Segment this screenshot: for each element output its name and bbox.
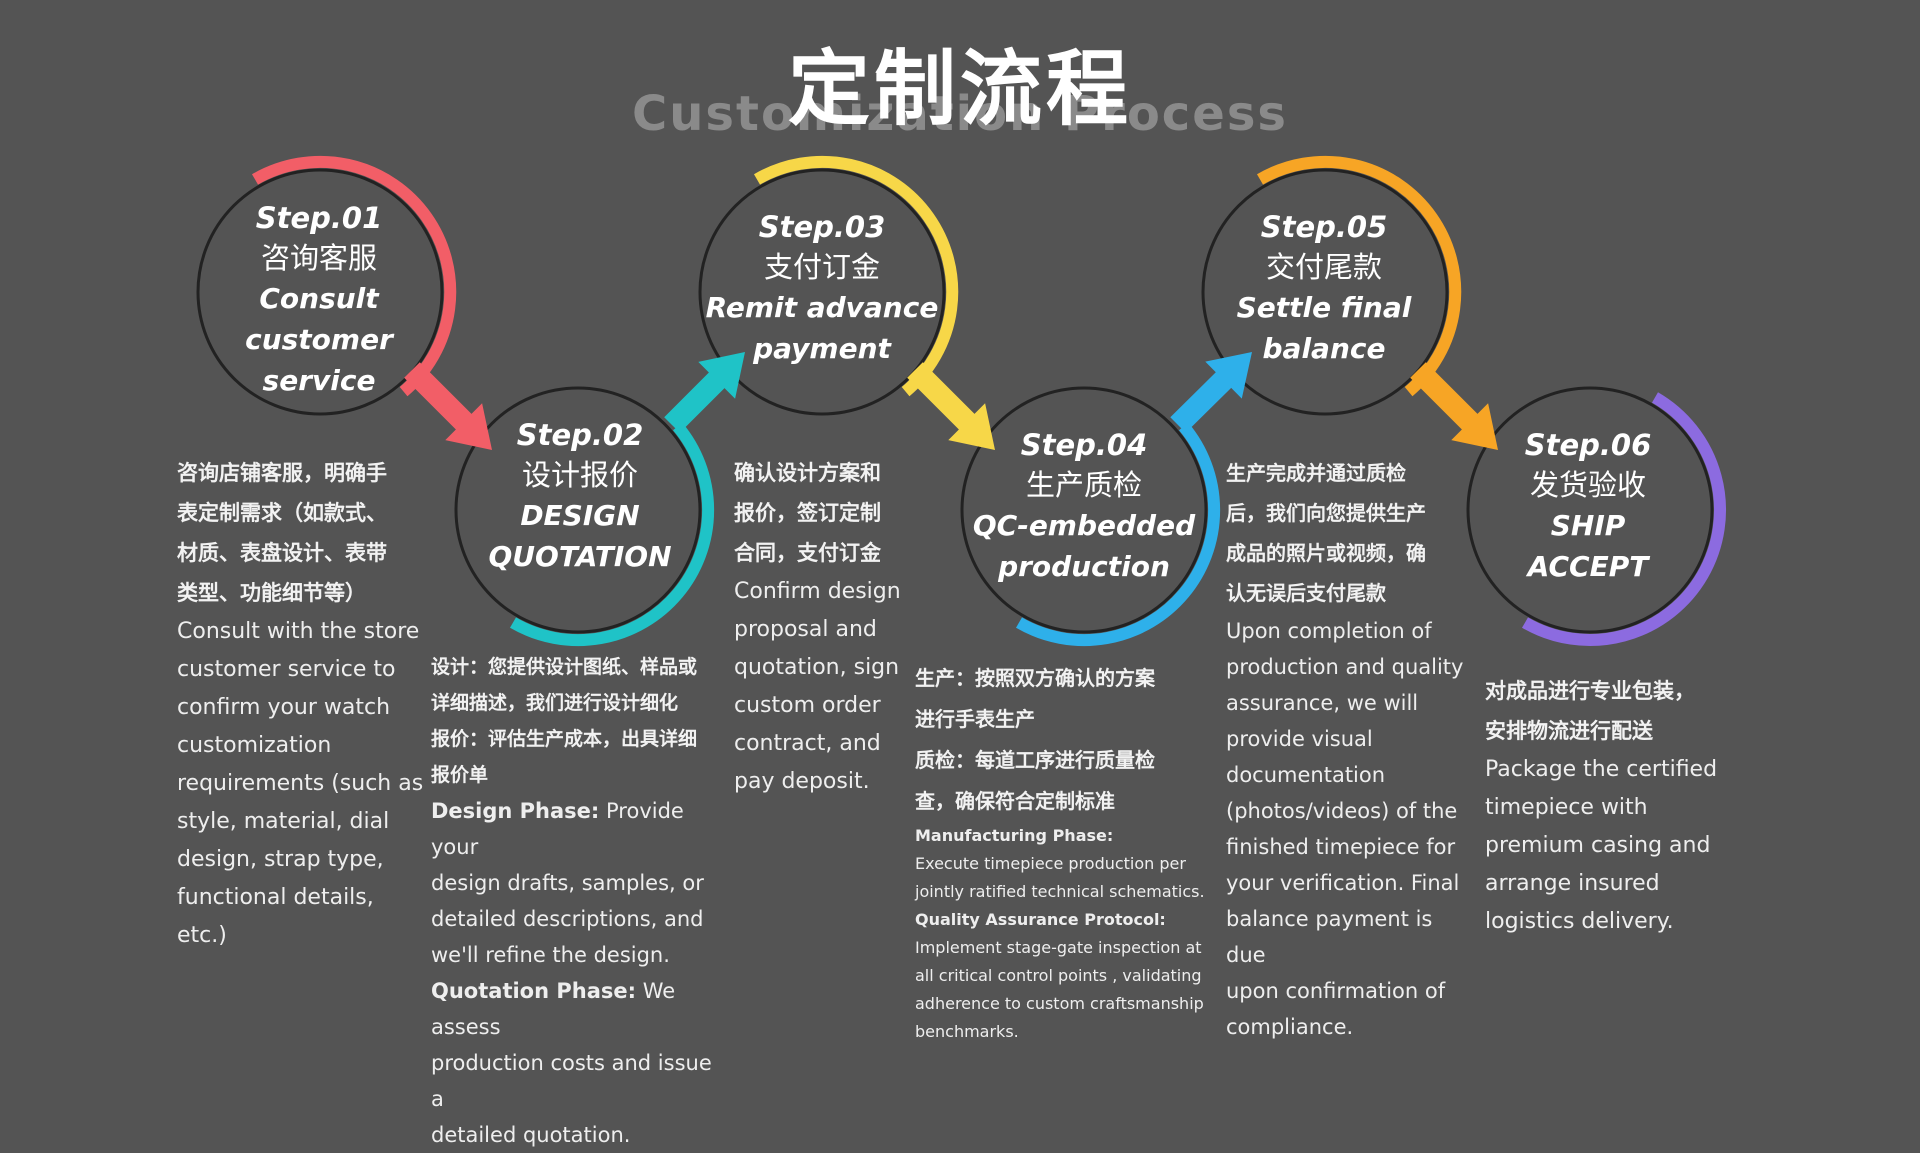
step-05-desc-cn: 生产完成并通过质检 后，我们向您提供生产 成品的照片或视频，确 认无误后支付尾款 bbox=[1226, 461, 1426, 605]
step-02-title-cn: 设计报价 bbox=[521, 458, 638, 492]
design-phase-text: Provide your design drafts, samples, or … bbox=[431, 799, 704, 967]
step-01-circle-text: Step.01 咨询客服 Consult customer service bbox=[199, 198, 439, 401]
step-05-color-arc bbox=[1256, 155, 1462, 397]
step-03-number: Step.03 bbox=[758, 210, 886, 244]
step-01-title-en: Consult customer service bbox=[245, 282, 393, 397]
step-05-ring bbox=[1201, 155, 1462, 416]
step-06-ring bbox=[1466, 386, 1726, 647]
step-06-number: Step.06 bbox=[1524, 428, 1652, 462]
step-05-ring-outline bbox=[1201, 168, 1449, 416]
arrow-step-03-to-04 bbox=[907, 362, 995, 450]
step-02-ring-outline bbox=[454, 386, 702, 634]
arrow-step-01-to-02 bbox=[404, 362, 492, 450]
step-06-color-arc bbox=[1522, 392, 1726, 647]
step-06-description: 对成品进行专业包装， 安排物流进行配送 Package the certifie… bbox=[1485, 671, 1745, 941]
step-02-desc-cn: 设计：您提供设计图纸、样品或 详细描述，我们进行设计细化 报价：评估生产成本，出… bbox=[431, 656, 698, 786]
step-04-number: Step.04 bbox=[1020, 428, 1148, 462]
step-02-desc-design: Design Phase: Provide your design drafts… bbox=[431, 793, 731, 973]
step-06-desc-en: Package the certified timepiece with pre… bbox=[1485, 757, 1718, 934]
arrow-step-05-to-06 bbox=[1410, 362, 1498, 450]
step-01-number: Step.01 bbox=[255, 201, 383, 235]
step-01-desc-cn: 咨询店铺客服，明确手 表定制需求（如款式、 材质、表盘设计、表带 类型、功能细节… bbox=[177, 461, 387, 605]
step-03-desc-en: Confirm design proposal and quotation, s… bbox=[734, 579, 901, 794]
step-01-title-cn: 咨询客服 bbox=[260, 241, 377, 275]
step-02-ring bbox=[454, 386, 715, 647]
step-04-color-arc bbox=[1016, 422, 1221, 647]
step-06-title-cn: 发货验收 bbox=[1529, 468, 1646, 502]
step-04-title-cn: 生产质检 bbox=[1025, 468, 1142, 502]
step-06-title-en: SHIP ACCEPT bbox=[1527, 509, 1649, 583]
step-05-number: Step.05 bbox=[1260, 210, 1388, 244]
step-02-circle-text: Step.02 设计报价 DESIGN QUOTATION bbox=[460, 415, 700, 577]
step-02-title-en: DESIGN QUOTATION bbox=[488, 499, 672, 573]
step-04-ring bbox=[960, 386, 1221, 647]
manufacturing-phase-label: Manufacturing Phase: bbox=[915, 826, 1114, 845]
step-03-desc-cn: 确认设计方案和 报价，签订定制 合同，支付订金 bbox=[734, 461, 881, 565]
step-03-title-cn: 支付订金 bbox=[763, 250, 880, 284]
step-03-color-arc bbox=[753, 155, 959, 397]
arrow-step-04-to-05 bbox=[1170, 352, 1252, 433]
title-chinese: 定制流程 bbox=[787, 42, 1132, 137]
design-phase-label: Design Phase: bbox=[431, 799, 600, 823]
step-05-desc-en: Upon completion of production and qualit… bbox=[1226, 619, 1464, 1039]
arrow-step-02-to-03 bbox=[664, 352, 745, 433]
step-03-circle-text: Step.03 支付订金 Remit advance payment bbox=[702, 207, 942, 369]
manufacturing-phase-text: Execute timepiece production per jointly… bbox=[915, 854, 1205, 901]
step-04-desc-cn: 生产：按照双方确认的方案 进行手表生产 质检：每道工序进行质量检 查，确保符合定… bbox=[915, 666, 1155, 813]
step-01-ring-outline bbox=[196, 168, 444, 416]
step-03-ring bbox=[698, 155, 959, 416]
process-flow-graphic bbox=[196, 155, 1726, 647]
step-05-title-en: Settle final balance bbox=[1236, 291, 1412, 365]
title-english: Customization Process bbox=[632, 86, 1288, 142]
step-02-color-arc bbox=[510, 422, 715, 647]
title-block: Customization Process 定制流程 bbox=[0, 18, 1920, 142]
step-04-description: 生产：按照双方确认的方案 进行手表生产 质检：每道工序进行质量检 查，确保符合定… bbox=[915, 658, 1215, 1046]
step-04-circle-text: Step.04 生产质检 QC-embedded production bbox=[964, 425, 1204, 587]
step-01-desc-en: Consult with the store customer service … bbox=[177, 619, 424, 948]
step-06-circle-text: Step.06 发货验收 SHIP ACCEPT bbox=[1468, 425, 1708, 587]
quotation-phase-text: We assess production costs and issue a d… bbox=[431, 979, 712, 1147]
step-05-circle-text: Step.05 交付尾款 Settle final balance bbox=[1204, 207, 1444, 369]
quality-assurance-text: Implement stage-gate inspection at all c… bbox=[915, 938, 1204, 1041]
step-02-desc-quote: Quotation Phase: We assess production co… bbox=[431, 973, 731, 1153]
step-03-ring-outline bbox=[698, 168, 946, 416]
step-04-ring-outline bbox=[960, 386, 1208, 634]
step-02-number: Step.02 bbox=[516, 418, 644, 452]
quality-assurance-label: Quality Assurance Protocol: bbox=[915, 910, 1166, 929]
step-04-title-en: QC-embedded production bbox=[972, 509, 1196, 583]
step-06-ring-outline bbox=[1466, 386, 1714, 634]
step-02-description: 设计：您提供设计图纸、样品或 详细描述，我们进行设计细化 报价：评估生产成本，出… bbox=[431, 649, 731, 1153]
step-05-description: 生产完成并通过质检 后，我们向您提供生产 成品的照片或视频，确 认无误后支付尾款… bbox=[1226, 453, 1476, 1045]
step-01-ring bbox=[196, 155, 457, 416]
step-01-description: 咨询店铺客服，明确手 表定制需求（如款式、 材质、表盘设计、表带 类型、功能细节… bbox=[177, 453, 427, 955]
step-06-desc-cn: 对成品进行专业包装， 安排物流进行配送 bbox=[1485, 679, 1695, 743]
quotation-phase-label: Quotation Phase: bbox=[431, 979, 637, 1003]
step-03-title-en: Remit advance payment bbox=[705, 291, 939, 365]
step-01-color-arc bbox=[251, 155, 457, 397]
step-03-description: 确认设计方案和 报价，签订定制 合同，支付订金 Confirm design p… bbox=[734, 453, 914, 801]
step-05-title-cn: 交付尾款 bbox=[1265, 250, 1382, 284]
